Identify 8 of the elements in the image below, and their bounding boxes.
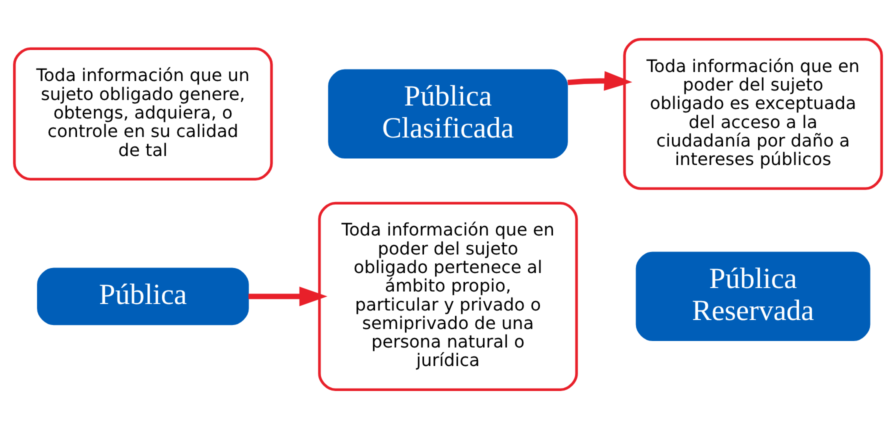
node-box: Pública (37, 267, 249, 325)
node-box: Toda información que en poder del sujeto obligado es exceptuada del acceso a la ciudadanía por daño a intereses públicos (623, 38, 883, 190)
node-box: Pública Clasificada (328, 68, 568, 158)
arrow (248, 286, 328, 306)
arrow (568, 70, 632, 90)
node-box: Pública Reservada (636, 251, 870, 341)
node-box: Toda información que un sujeto obligado genere, obtengs, adquiera, o controle en su calidad de tal (13, 46, 273, 180)
node-box: Toda información que en poder del sujeto obligado pertenece al ámbito propio, particular y privado o semiprivado de una persona natural o jurídica (318, 201, 578, 390)
